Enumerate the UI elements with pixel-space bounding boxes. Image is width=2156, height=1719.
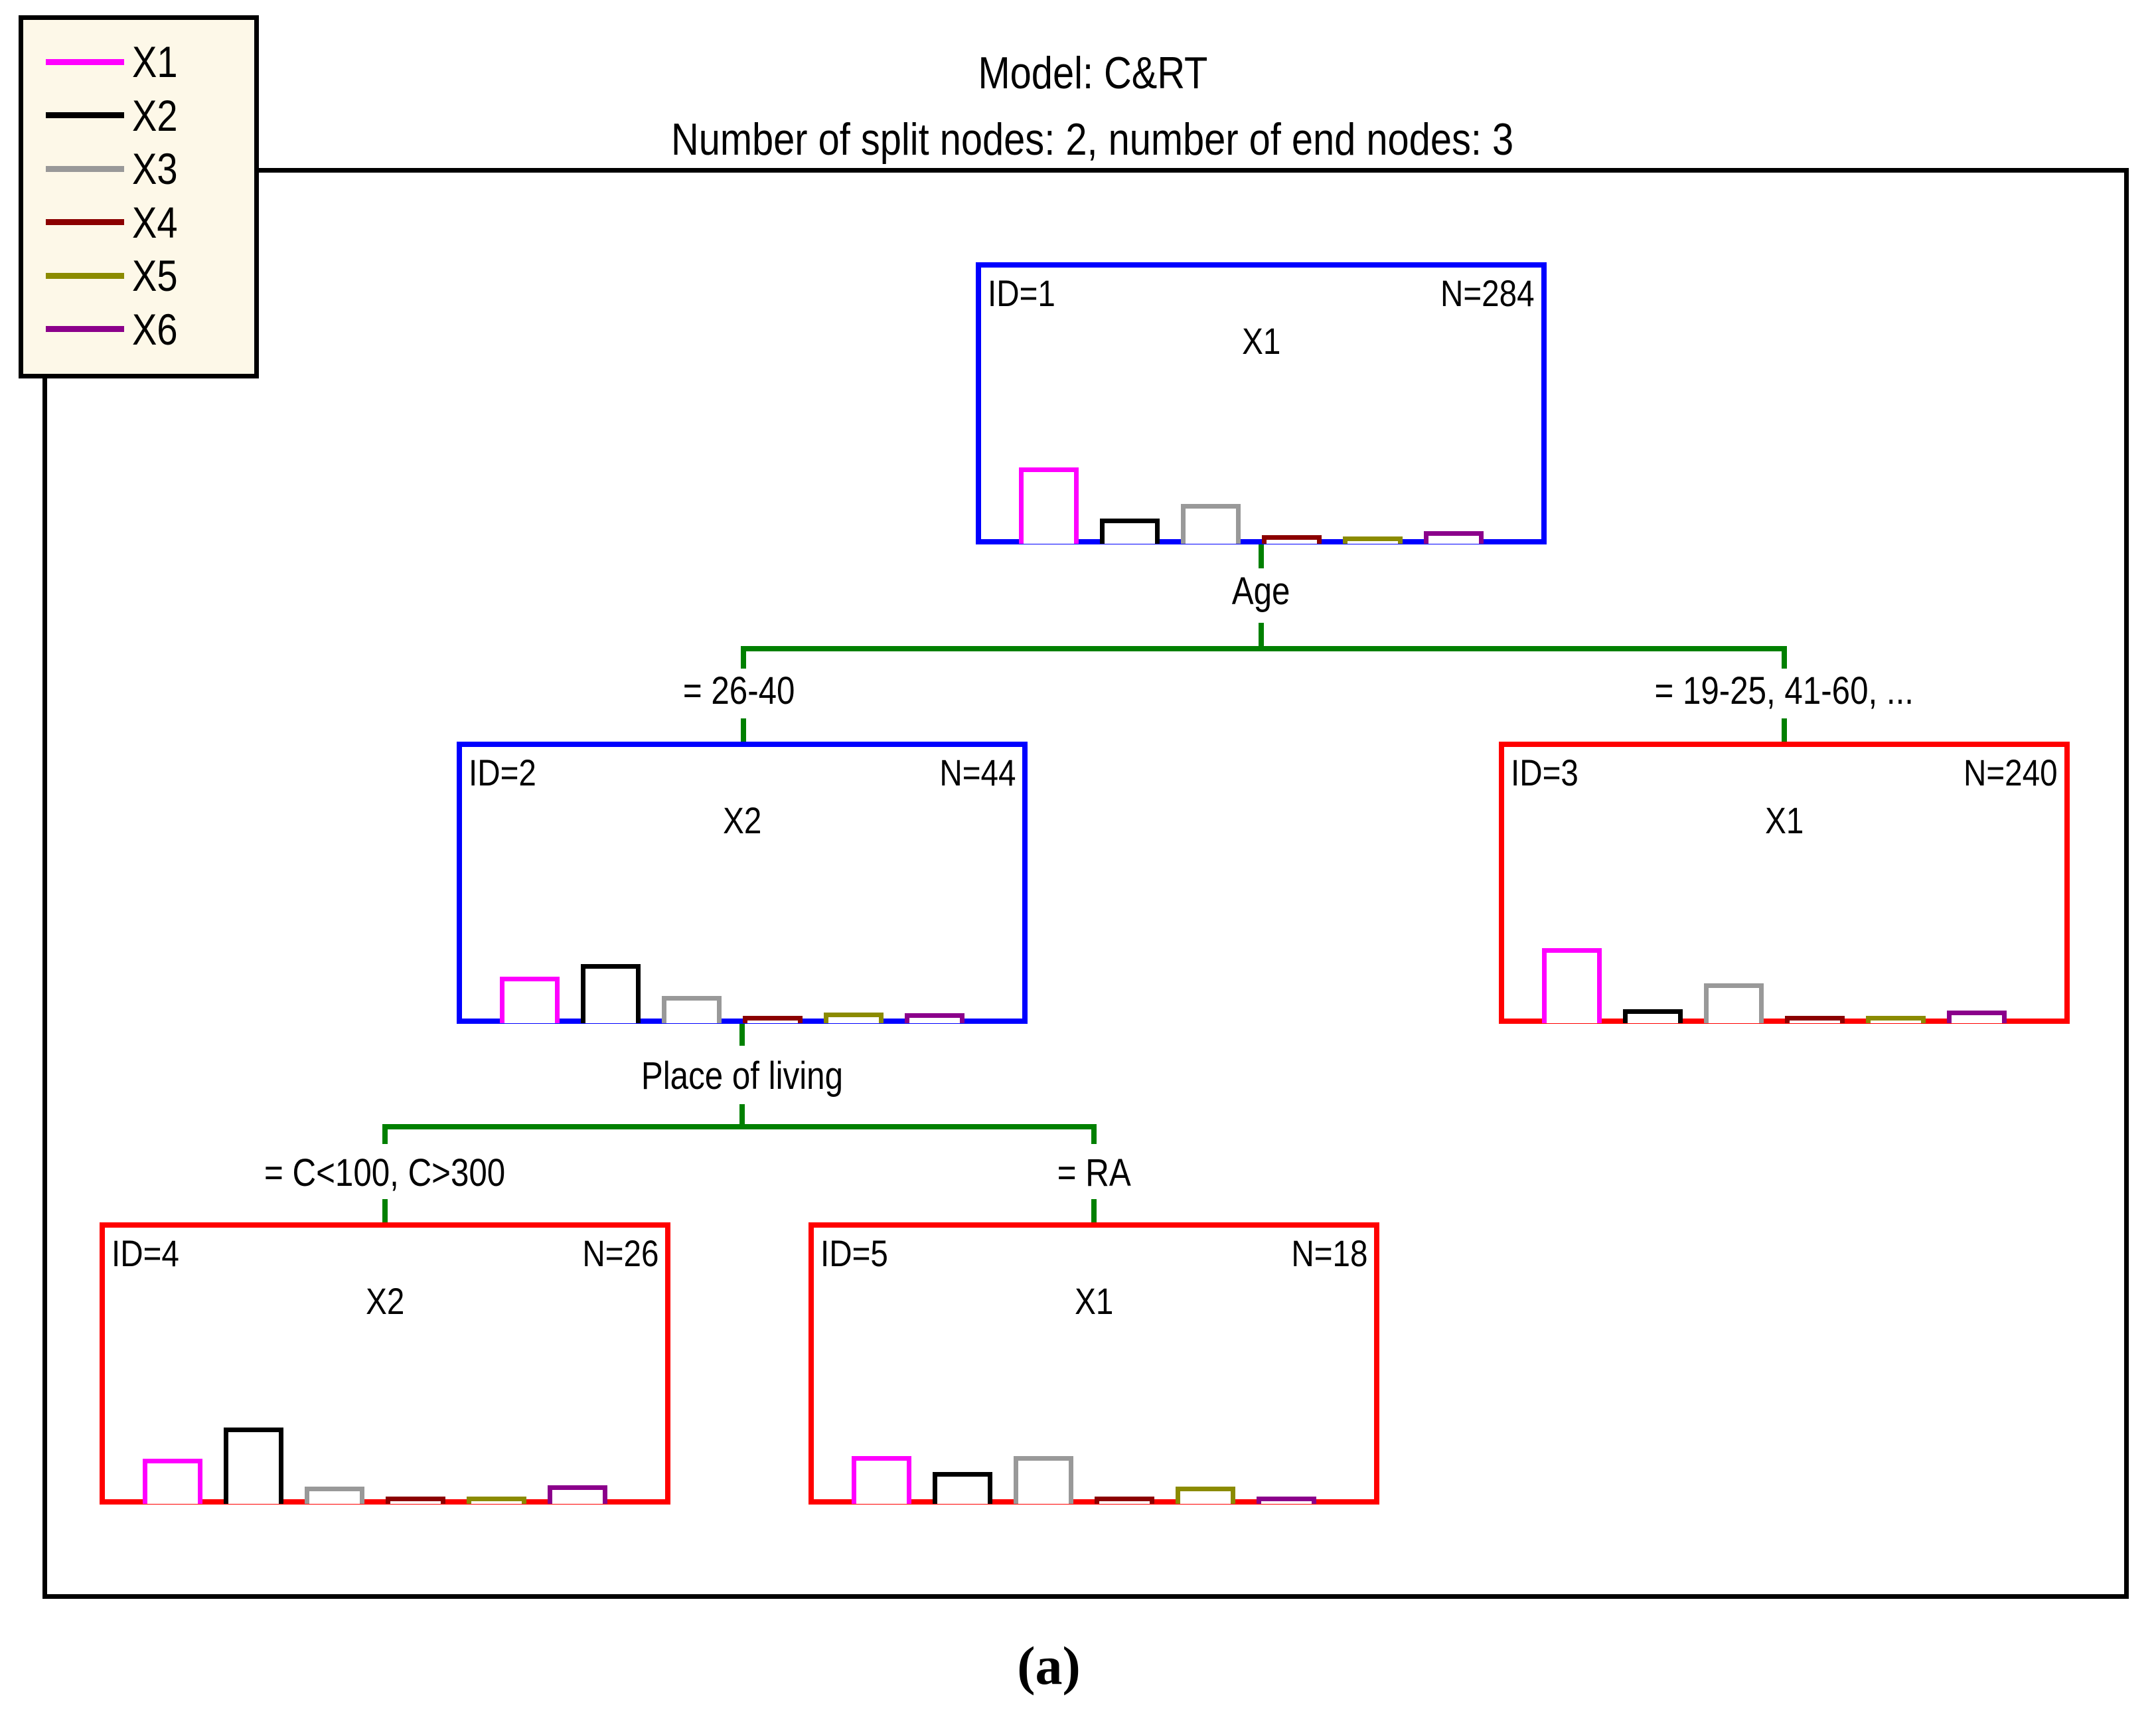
- connector-line: [739, 1024, 745, 1046]
- connector-line: [382, 1129, 388, 1144]
- histogram-bar-x6: [905, 1013, 964, 1023]
- legend-item: X2: [46, 94, 254, 137]
- histogram-bar-x6: [1947, 1011, 2007, 1023]
- tree-node-3: ID=3 N=240 X1: [1499, 742, 2070, 1024]
- histogram-bar-x5: [1343, 536, 1403, 544]
- histogram-bar-x5: [1176, 1487, 1235, 1504]
- legend-item: X1: [46, 40, 254, 84]
- tree-node-1: ID=1 N=284 X1: [976, 262, 1547, 544]
- connector-line: [382, 1199, 388, 1222]
- branch-condition-label: = 19-25, 41-60, ...: [1654, 669, 1914, 712]
- histogram-bar-x1: [500, 977, 560, 1023]
- node-n-label: N=284: [1440, 272, 1535, 314]
- figure-caption: (a): [1017, 1635, 1081, 1696]
- histogram-bar-x4: [1095, 1497, 1154, 1504]
- legend-color-line: [46, 165, 124, 172]
- histogram-bar-x1: [1542, 948, 1602, 1023]
- branch-condition-label: = 26-40: [682, 669, 795, 712]
- legend-item-label: X6: [132, 304, 178, 354]
- node-id-label: ID=3: [1511, 752, 1579, 793]
- histogram-bar-x1: [1019, 467, 1079, 544]
- connector-line: [1782, 718, 1787, 742]
- node-n-label: N=18: [1290, 1232, 1367, 1274]
- legend-item: X3: [46, 147, 254, 191]
- legend-item: X5: [46, 254, 254, 297]
- histogram-bar-x3: [305, 1487, 364, 1504]
- connector-line: [741, 718, 746, 742]
- tree-node-5: ID=5 N=18 X1: [809, 1222, 1379, 1505]
- node-count-line: Number of split nodes: 2, number of end …: [671, 114, 1514, 165]
- histogram-bar-x3: [1181, 504, 1241, 544]
- legend-item-label: X4: [132, 197, 178, 247]
- node-n-label: N=26: [581, 1232, 658, 1274]
- connector-line: [1091, 1129, 1097, 1144]
- histogram-bar-x6: [1257, 1497, 1316, 1504]
- node-variable-label: X1: [1241, 320, 1281, 362]
- connector-line: [1259, 623, 1264, 646]
- node-variable-label: X2: [365, 1280, 405, 1322]
- legend-item-label: X1: [132, 37, 178, 86]
- histogram-bar-x3: [662, 996, 722, 1023]
- figure-title: Model: C&RT Number of split nodes: 2, nu…: [31, 40, 2155, 173]
- node-id-label: ID=4: [112, 1232, 179, 1274]
- connector-line: [1259, 544, 1264, 568]
- legend-color-line: [46, 219, 124, 226]
- legend-color-line: [46, 112, 124, 119]
- histogram-bar-x5: [824, 1013, 884, 1023]
- histogram-bar-x5: [1866, 1016, 1926, 1023]
- legend: X1 X2 X3 X4 X5 X6: [19, 15, 259, 378]
- histogram-bar-x5: [467, 1497, 526, 1504]
- histogram-bar-x3: [1704, 983, 1764, 1023]
- node-variable-label: X2: [722, 799, 762, 841]
- histogram-bar-x1: [852, 1456, 911, 1504]
- histogram-bar-x3: [1014, 1456, 1073, 1504]
- histogram-bar-x2: [933, 1472, 992, 1504]
- legend-item: X6: [46, 307, 254, 351]
- histogram-bar-x1: [143, 1459, 202, 1504]
- legend-item-label: X2: [132, 90, 178, 140]
- split-variable-label: Age: [1232, 570, 1290, 613]
- node-n-label: N=44: [939, 752, 1016, 793]
- plot-frame-border: [42, 168, 2129, 1599]
- node-variable-label: X1: [1074, 1280, 1114, 1322]
- legend-item-label: X5: [132, 251, 178, 301]
- legend-color-line: [46, 272, 124, 279]
- connector-line: [741, 651, 746, 669]
- tree-node-4: ID=4 N=26 X2: [100, 1222, 670, 1505]
- node-variable-label: X1: [1764, 799, 1804, 841]
- legend-color-line: [46, 326, 124, 333]
- histogram-bar-x6: [1424, 531, 1484, 544]
- connector-line: [1091, 1199, 1097, 1222]
- histogram-bar-x2: [581, 964, 641, 1023]
- connector-line: [382, 1124, 1097, 1129]
- node-n-label: N=240: [1964, 752, 2058, 793]
- model-title-line: Model: C&RT: [978, 48, 1207, 98]
- histogram-bar-x4: [1785, 1016, 1845, 1023]
- connector-line: [1782, 651, 1787, 669]
- histogram-bar-x2: [1623, 1009, 1683, 1023]
- tree-node-2: ID=2 N=44 X2: [457, 742, 1028, 1024]
- histogram-bar-x2: [224, 1428, 283, 1504]
- connector-line: [739, 1104, 745, 1124]
- legend-color-line: [46, 58, 124, 65]
- legend-item: X4: [46, 201, 254, 244]
- node-id-label: ID=2: [469, 752, 536, 793]
- histogram-bar-x6: [548, 1485, 607, 1504]
- branch-condition-label: = RA: [1057, 1151, 1131, 1194]
- histogram-bar-x4: [743, 1016, 803, 1023]
- histogram-bar-x4: [386, 1497, 445, 1504]
- node-id-label: ID=1: [988, 272, 1055, 314]
- histogram-bar-x4: [1262, 535, 1322, 544]
- branch-condition-label: = C<100, C>300: [264, 1151, 506, 1194]
- node-id-label: ID=5: [820, 1232, 888, 1274]
- histogram-bar-x2: [1100, 519, 1160, 544]
- split-variable-label: Place of living: [641, 1054, 844, 1098]
- legend-item-label: X3: [132, 144, 178, 194]
- connector-line: [741, 646, 1787, 651]
